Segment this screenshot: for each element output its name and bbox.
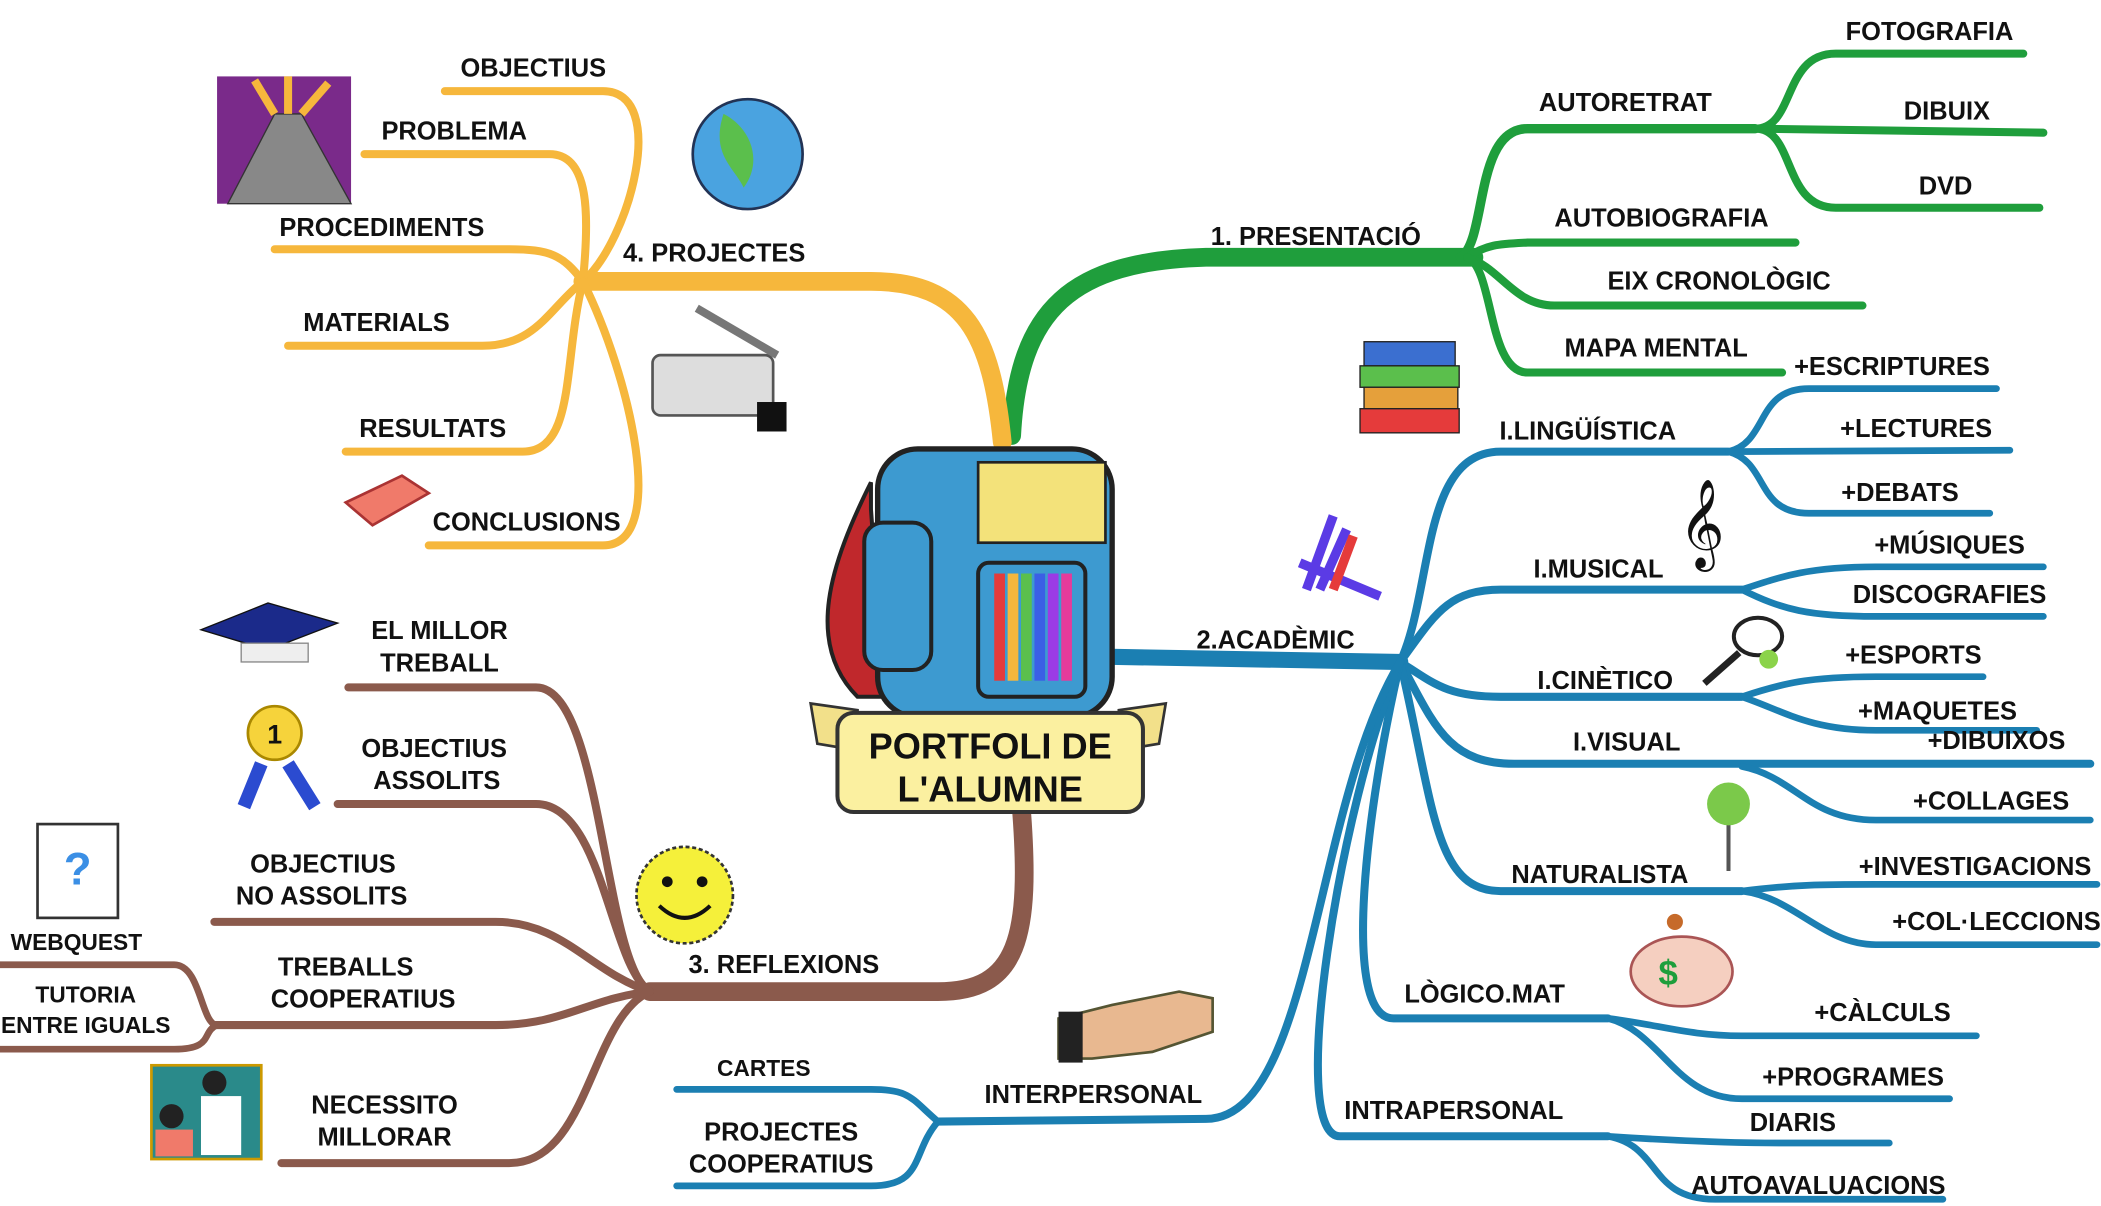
volcano-icon [217,76,353,205]
medal-number: 1 [267,720,282,750]
eix-cronologic-label: EIX CRONOLÒGIC [1607,265,1830,295]
globe-icon [691,97,804,211]
tutoria-line2: ENTRE IGUALS [1,1012,171,1038]
discografies-label: DISCOGRAFIES [1853,581,2047,609]
no-assolits-line1: OBJECTIUS [250,850,396,878]
esports-label: +ESPORTS [1845,641,1981,669]
autobiografia-label: AUTOBIOGRAFIA [1554,204,1768,232]
webquest-icon: ? [36,822,120,920]
mapa-mental-label: MAPA MENTAL [1565,334,1748,362]
treble-clef-icon: 𝄞 [1679,478,1725,572]
materials-label: MATERIALS [303,309,450,337]
visual-label: I.VISUAL [1573,728,1680,756]
graduation-cap-icon [198,602,340,663]
svg-text:?: ? [64,843,92,894]
maquetes-label: +MAQUETES [1858,698,2017,726]
necessito-line1: NECESSITO [311,1092,458,1120]
webquest-label: WEBQUEST [11,929,143,955]
debats-label: +DEBATS [1841,479,1959,507]
cartes-label: CARTES [717,1055,811,1081]
treballs-line2: COOPERATIUS [271,986,456,1014]
procediments-label: PROCEDIMENTS [279,214,484,242]
tennis-racket-icon [1702,615,1785,686]
piggy-bank-icon: $ [1629,913,1734,1008]
fotografia-label: FOTOGRAFIA [1846,18,2014,46]
smiley-icon [635,845,735,945]
branch-reflexions: 3. REFLEXIONS EL MILLOR TREBALL OBJECTIU… [0,617,1034,1168]
center-title-line1: PORTFOLI DE [869,725,1112,766]
objectius-label: OBJECTIUS [460,54,606,82]
calculs-label: +CÀLCULS [1814,998,1950,1027]
intrapersonal-label: INTRAPERSONAL [1344,1097,1563,1125]
interpersonal-label: INTERPERSONAL [985,1081,1203,1109]
naturalista-label: NATURALISTA [1511,861,1688,889]
academic-label: 2.ACADÈMIC [1196,626,1354,655]
millor-line2: TREBALL [380,649,499,677]
medal-icon: 1 [237,704,321,811]
resultats-label: RESULTATS [359,415,506,443]
musical-label: I.MUSICAL [1534,556,1664,584]
programes-label: +PROGRAMES [1762,1063,1944,1091]
reflexions-label: 3. REFLEXIONS [688,951,879,979]
collages-label: +COLLAGES [1913,787,2069,815]
assolits-line1: OBJECTIUS [361,735,507,763]
center-title-banner: PORTFOLI DE L'ALUMNE [809,701,1168,815]
linguistica-label: I.LINGÜÍSTICA [1499,417,1676,446]
dvd-label: DVD [1919,172,1973,200]
crayons-icon [1297,514,1382,601]
projectes-coop-line1: PROJECTES [704,1118,858,1146]
branch-projectes: 4. PROJECTES OBJECTIUS PROBLEMA PROCEDIM… [270,54,1012,550]
tree-icon [1707,782,1750,871]
branch-presentacio: 1. PRESENTACIÓ AUTORETRAT FOTOGRAFIA DIB… [1002,18,2048,445]
teacher-student-icon [150,1063,263,1161]
escriptures-label: +ESCRIPTURES [1794,353,1990,381]
branch-academic: 2.ACADÈMIC I.LINGÜÍSTICA +ESCRIPTURES +L… [673,353,2101,1203]
conclusions-label: CONCLUSIONS [433,509,621,537]
autoretrat-label: AUTORETRAT [1539,89,1712,117]
logico-label: LÒGICO.MAT [1404,978,1565,1008]
books-icon [1359,341,1460,434]
lectures-label: +LECTURES [1840,415,1992,443]
treballs-line1: TREBALLS [278,953,414,981]
backpack-icon [825,446,1115,720]
assolits-line2: ASSOLITS [373,767,500,795]
typewriter-quill-icon [651,304,787,432]
colleccions-label: +COL·LECCIONS [1892,908,2100,936]
no-assolits-line2: NO ASSOLITS [236,882,407,910]
autoavaluacions-label: AUTOAVALUACIONS [1691,1172,1945,1200]
dibuixos-label: +DIBUIXOS [1928,727,2066,755]
musiques-label: +MÚSIQUES [1874,529,2025,559]
cinetico-label: I.CINÈTICO [1537,666,1673,695]
diaris-label: DIARIS [1750,1109,1836,1137]
projectes-coop-line2: COOPERATIUS [689,1150,874,1178]
necessito-line2: MILLORAR [317,1124,451,1152]
tutoria-line1: TUTORIA [35,981,136,1007]
millor-line1: EL MILLOR [371,617,508,645]
dibuix-label: DIBUIX [1904,97,1990,125]
projectes-label: 4. PROJECTES [623,239,805,267]
svg-text:𝄞: 𝄞 [1679,478,1725,572]
problema-label: PROBLEMA [381,117,527,145]
presentacio-label: 1. PRESENTACIÓ [1211,221,1421,251]
investigacions-label: +INVESTIGACIONS [1859,853,2092,881]
handshake-icon [1057,990,1214,1063]
eraser-icon [343,474,432,527]
svg-text:$: $ [1659,954,1678,993]
center-title-line2: L'ALUMNE [898,768,1083,809]
